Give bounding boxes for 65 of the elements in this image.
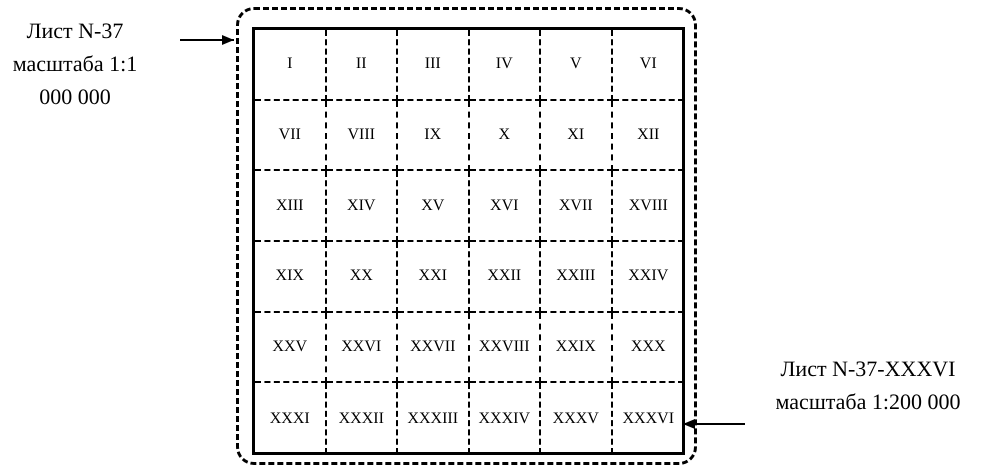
cell-number: III bbox=[424, 56, 441, 72]
cell-number: XXXI bbox=[270, 410, 310, 427]
cell-number: XXVI bbox=[341, 338, 382, 355]
cell-number: VI bbox=[640, 56, 657, 72]
grid-cell bbox=[470, 171, 541, 242]
grid-cell bbox=[398, 30, 470, 101]
cell-number: IX bbox=[424, 126, 442, 143]
cell-number: XXVIII bbox=[478, 338, 530, 355]
cell-number: XXIV bbox=[628, 268, 668, 284]
cell-number: XX bbox=[350, 268, 373, 284]
grid-cell bbox=[398, 242, 470, 313]
grid-cell bbox=[326, 171, 398, 242]
cell-number: XXI bbox=[418, 268, 447, 284]
grid-cell bbox=[255, 242, 326, 313]
grid-cell bbox=[326, 312, 398, 384]
grid-cell bbox=[326, 30, 398, 101]
cell-number: XXXIV bbox=[478, 410, 530, 427]
cell-number: XVIII bbox=[628, 198, 668, 214]
cell-number: XXV bbox=[272, 338, 308, 355]
sheet-label: Лист N-37 масштаба 1:1 000 000 bbox=[12, 17, 138, 111]
grid-cell bbox=[470, 242, 541, 313]
grid-cell bbox=[326, 242, 398, 313]
cell-number: XXX bbox=[630, 338, 666, 355]
grid-cell bbox=[470, 100, 541, 172]
grid-cell bbox=[541, 171, 612, 242]
cell-number: XXIX bbox=[556, 338, 596, 355]
grid-cell bbox=[398, 171, 470, 242]
sheet-label: Лист N-37-XXXVI масштаба 1:200 000 bbox=[774, 355, 962, 416]
cell-number: XXXII bbox=[338, 410, 384, 427]
grid-cell bbox=[541, 30, 612, 101]
cell-number: VIII bbox=[347, 126, 376, 143]
cell-number: XI bbox=[567, 126, 584, 143]
grid-cell bbox=[255, 171, 326, 242]
cell-number: XVI bbox=[490, 198, 518, 214]
cell-number: XV bbox=[421, 198, 444, 214]
grid-cell bbox=[255, 312, 326, 384]
cell-number: XIII bbox=[276, 198, 304, 214]
cell-number: I bbox=[287, 56, 292, 72]
cell-number: II bbox=[356, 56, 367, 72]
grid-cell bbox=[255, 100, 326, 172]
cell-number: XII bbox=[637, 126, 660, 143]
cell-number: XIX bbox=[276, 268, 304, 284]
grid-cell bbox=[541, 312, 612, 384]
grid-cell bbox=[470, 30, 541, 101]
cell-number: XXVII bbox=[410, 338, 456, 355]
grid-cell bbox=[398, 312, 470, 384]
cell-number: XIV bbox=[347, 198, 376, 214]
cell-number: X bbox=[498, 126, 510, 143]
arrow bbox=[180, 35, 234, 45]
cell-number: XXIII bbox=[556, 268, 596, 284]
grid-cell bbox=[470, 312, 541, 384]
cell-number: VII bbox=[278, 126, 301, 143]
cell-number: V bbox=[570, 56, 582, 72]
cell-number: XXXV bbox=[552, 410, 599, 427]
cell-number: XXXIII bbox=[407, 410, 458, 427]
cell-number: XXII bbox=[487, 268, 522, 284]
grid-cell bbox=[398, 100, 470, 172]
arrow bbox=[683, 419, 745, 429]
cell-number: IV bbox=[496, 56, 513, 72]
grid-cell bbox=[541, 242, 612, 313]
grid-cell bbox=[255, 30, 326, 101]
cell-number: XVII bbox=[558, 198, 593, 214]
grid-cell bbox=[326, 100, 398, 172]
cell-number: XXXVI bbox=[622, 410, 674, 427]
grid-cell bbox=[541, 100, 612, 172]
